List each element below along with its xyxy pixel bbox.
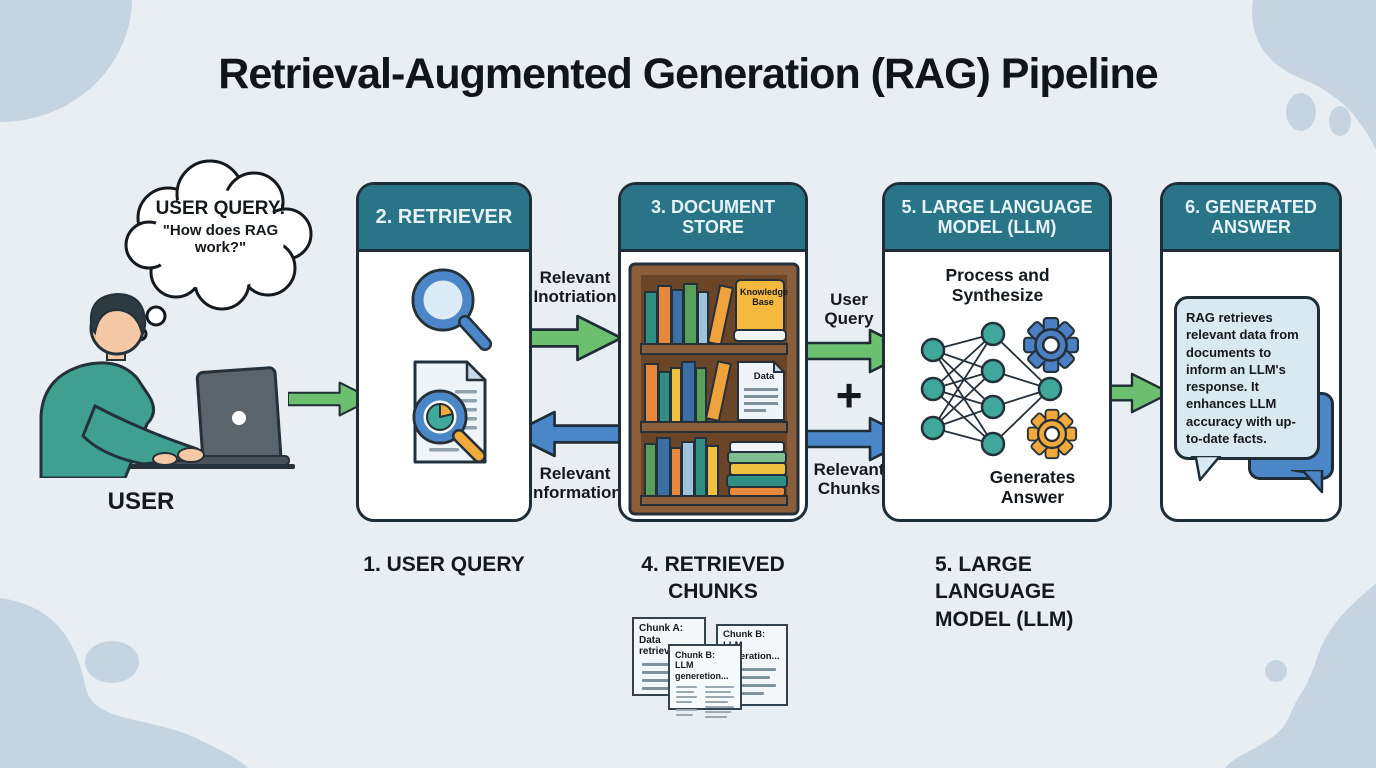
arrow-store-to-retriever (509, 410, 624, 458)
gear-orange-icon (1026, 408, 1078, 460)
knowledge-base-book-label: Knowledge Base (740, 287, 789, 307)
label-relevant-inotriation: Relevant Inotriation (533, 268, 617, 307)
neural-network-icon (920, 321, 1063, 457)
llm-process-text: Process and Synthesize (945, 265, 1050, 305)
thought-bubble-text: USER QUERY: "How does RAG work?" (148, 198, 293, 257)
label-relevant-information: Relevant Information (528, 464, 622, 503)
step-label-retrieved-chunks: 4. RETRIEVED CHUNKS (641, 553, 785, 604)
bookshelf-icon (628, 262, 800, 516)
step-label-llm: 5. LARGE LANGUAGE MODEL (LLM) (935, 553, 1074, 631)
step-label-user-query: 1. USER QUERY (363, 553, 525, 576)
card-retriever-header: 2. RETRIEVER (359, 185, 529, 252)
answer-bubble-text: RAG retrieves relevant data from documen… (1174, 296, 1320, 460)
data-document-label: Data (753, 371, 775, 382)
thought-bubble (124, 159, 313, 342)
plus-sign: + (835, 369, 863, 421)
answer-bubble-tail (1190, 456, 1222, 482)
magnifier-icon (411, 268, 492, 351)
gear-blue-icon (1023, 317, 1079, 373)
card-generated-answer-header: 6. GENERATED ANSWER (1163, 185, 1339, 252)
label-user-query: User Query (824, 290, 874, 329)
card-document-store-header: 3. DOCUMENT STORE (621, 185, 805, 252)
llm-generate-text: Generates Answer (989, 467, 1076, 507)
user-illustration (39, 292, 295, 478)
card-retriever: 2. RETRIEVER (356, 182, 532, 522)
label-relevant-chunks: Relevant Chunks (813, 460, 885, 499)
chunk-b-front-body (675, 683, 735, 719)
user-label: USER (107, 488, 175, 515)
chunk-a-title: Chunk A: Data retrieval... (639, 623, 687, 657)
person-icon (39, 292, 205, 478)
chunk-b-front-title: Chunk B: LLM generetion... (675, 650, 729, 681)
card-llm-header: 5. LARGE LANGUAGE MODEL (LLM) (885, 185, 1109, 252)
document-analysis-icon (412, 360, 487, 464)
answer-bubble-blue-tail (1290, 470, 1324, 494)
thought-query: "How does RAG work?" (162, 222, 279, 257)
chunk-document-b-front: Chunk B: LLM generetion... (668, 644, 742, 719)
thought-heading: USER QUERY: (155, 198, 286, 219)
page-title: Retrieval-Augmented Generation (RAG) Pip… (218, 50, 1158, 98)
